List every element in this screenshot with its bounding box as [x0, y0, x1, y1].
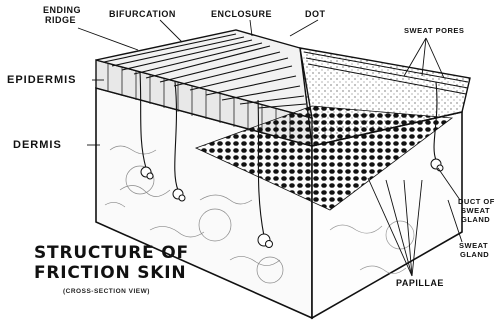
- diagram-title-line2: FRICTION SKIN: [34, 265, 186, 282]
- label-duct-2: SWEAT: [461, 207, 490, 215]
- label-sweat-gland-2: GLAND: [460, 251, 489, 259]
- diagram-subtitle: (CROSS-SECTION VIEW): [63, 288, 150, 295]
- label-epidermis: EPIDERMIS: [7, 75, 77, 86]
- label-bifurcation: BIFURCATION: [109, 10, 176, 19]
- label-dermis: DERMIS: [13, 140, 62, 151]
- label-sweat-pores: SWEAT PORES: [404, 27, 464, 35]
- label-enclosure: ENCLOSURE: [211, 10, 272, 19]
- label-papillae: PAPILLAE: [396, 279, 444, 288]
- label-sweat-gland-1: SWEAT: [459, 242, 488, 250]
- label-dot: DOT: [305, 10, 326, 19]
- label-duct-1: DUCT OF: [458, 198, 495, 206]
- label-ending: ENDING: [43, 6, 81, 15]
- label-ridge: RIDGE: [45, 16, 76, 25]
- label-duct-3: GLAND: [461, 216, 490, 224]
- diagram-title-line1: STRUCTURE OF: [34, 245, 189, 262]
